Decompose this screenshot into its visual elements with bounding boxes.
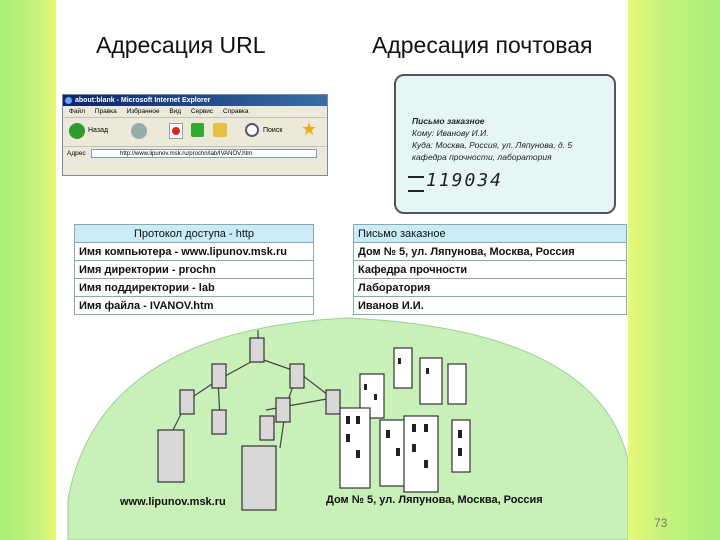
building: [451, 419, 471, 473]
envelope-line-2: Кому: Иванову И.И.: [412, 128, 489, 138]
favorites-star-icon[interactable]: ★: [301, 119, 318, 139]
building: [379, 419, 407, 487]
url-table-cell: Имя файла - IVANOV.htm: [74, 296, 314, 315]
table-row: Имя поддиректории - lab: [74, 278, 314, 297]
building: [339, 407, 371, 489]
stop-icon[interactable]: [169, 123, 183, 139]
table-row: Иванов И.И.: [353, 296, 627, 315]
search-icon[interactable]: [245, 123, 259, 137]
table-row: Имя директории - prochn: [74, 260, 314, 279]
envelope-line-3: Куда: Москва, Россия, ул. Ляпунова, д. 5: [412, 140, 573, 150]
browser-toolbar: Назад Поиск ★: [63, 118, 327, 147]
browser-title: about:blank - Microsoft Internet Explore…: [75, 97, 211, 104]
refresh-icon[interactable]: [191, 123, 204, 137]
mail-table-header: Письмо заказное: [353, 224, 627, 243]
server-icon: [211, 363, 227, 389]
mail-table-cell: Иванов И.И.: [353, 296, 627, 315]
table-row: Имя файла - IVANOV.htm: [74, 296, 314, 315]
heading-postal: Адресация почтовая: [372, 32, 593, 58]
mail-table-cell: Дом № 5, ул. Ляпунова, Москва, Россия: [353, 242, 627, 261]
page-number: 73: [654, 516, 668, 530]
table-row: Имя компьютера - www.lipunov.msk.ru: [74, 242, 314, 261]
address-input[interactable]: http://www.lipunov.msk.ru/prochn/lab/IVA…: [91, 149, 317, 158]
postal-envelope: Письмо заказное Кому: Иванову И.И. Куда:…: [394, 74, 616, 214]
server-icon: [289, 363, 305, 389]
network-links: [167, 330, 334, 449]
address-label: Адрес: [67, 150, 86, 157]
server-icon: [211, 409, 227, 435]
back-arrow-icon[interactable]: [69, 123, 85, 139]
building: [393, 347, 413, 389]
browser-window: about:blank - Microsoft Internet Explore…: [62, 94, 328, 176]
server-group: [157, 337, 341, 511]
zip-code-marker: [408, 176, 424, 192]
building: [447, 363, 467, 405]
slide: Адресация URL Адресация почтовая about:b…: [58, 0, 628, 540]
menu-item-view[interactable]: Вид: [169, 108, 182, 115]
address-caption: Дом № 5, ул. Ляпунова, Москва, Россия: [326, 494, 543, 506]
server-icon: [259, 415, 275, 441]
browser-title-bar: about:blank - Microsoft Internet Explore…: [63, 95, 327, 106]
envelope-line-1: Письмо заказное: [412, 116, 485, 126]
menu-item-favorites[interactable]: Избранное: [126, 108, 160, 115]
server-icon: [249, 337, 265, 363]
network-caption: www.lipunov.msk.ru: [120, 496, 226, 508]
mail-table-cell: Кафедра прочности: [353, 260, 627, 279]
address-bar: Адрес http://www.lipunov.msk.ru/prochn/l…: [63, 147, 327, 161]
mail-table-cell: Лаборатория: [353, 278, 627, 297]
search-button-label[interactable]: Поиск: [263, 127, 283, 134]
server-icon: [275, 397, 291, 423]
browser-menu-bar: Файл Правка Избранное Вид Сервис Справка: [63, 106, 327, 118]
envelope-zip-code: 119034: [426, 170, 504, 191]
forward-arrow-icon[interactable]: [131, 123, 147, 139]
table-row: Кафедра прочности: [353, 260, 627, 279]
building-windows: [346, 358, 462, 468]
url-table-cell: Имя директории - prochn: [74, 260, 314, 279]
server-icon: [325, 389, 341, 415]
menu-item-help[interactable]: Справка: [223, 108, 249, 115]
mail-breakdown-table: Письмо заказное Дом № 5, ул. Ляпунова, М…: [353, 224, 627, 315]
menu-item-file[interactable]: Файл: [69, 108, 85, 115]
menu-item-edit[interactable]: Правка: [94, 108, 117, 115]
building: [359, 373, 385, 419]
url-table-cell: Имя компьютера - www.lipunov.msk.ru: [74, 242, 314, 261]
server-icon: [241, 445, 277, 511]
building: [403, 415, 439, 493]
heading-url: Адресация URL: [96, 32, 266, 58]
url-table-cell: Имя поддиректории - lab: [74, 278, 314, 297]
table-row: Дом № 5, ул. Ляпунова, Москва, Россия: [353, 242, 627, 261]
table-row: Протокол доступа - http: [74, 224, 314, 243]
url-table-header: Протокол доступа - http: [74, 224, 314, 243]
envelope-line-4: кафедра прочности, лаборатория: [412, 152, 552, 162]
ie-icon: [65, 97, 72, 104]
url-breakdown-table: Протокол доступа - http Имя компьютера -…: [74, 224, 314, 315]
back-button-label[interactable]: Назад: [88, 127, 109, 134]
server-icon: [179, 389, 195, 415]
building-group: [339, 347, 471, 493]
server-icon: [157, 429, 185, 483]
table-row: Лаборатория: [353, 278, 627, 297]
menu-item-tools[interactable]: Сервис: [190, 108, 214, 115]
home-icon[interactable]: [213, 123, 227, 137]
building: [419, 357, 443, 405]
table-row: Письмо заказное: [353, 224, 627, 243]
